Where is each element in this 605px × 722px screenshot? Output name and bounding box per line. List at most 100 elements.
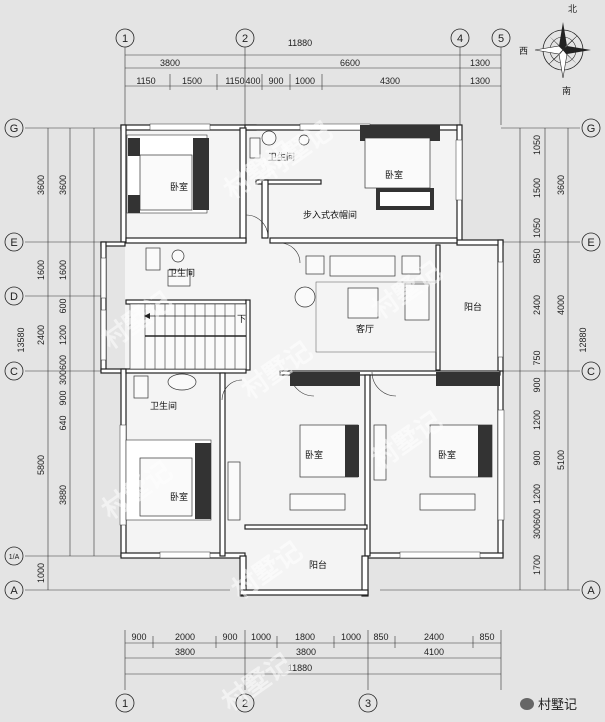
- svg-text:1: 1: [122, 698, 128, 710]
- bed-top-left: [126, 134, 209, 214]
- dim-right-i10: 300600: [532, 509, 542, 539]
- svg-text:G: G: [587, 123, 596, 135]
- dim-right-i2: 1050: [532, 218, 542, 238]
- stairs-down-label: 下: [237, 315, 246, 325]
- dim-bot-r1-3: 1000: [251, 632, 271, 642]
- dim-right-o2: 5100: [556, 450, 566, 470]
- dim-left-i0: 3600: [58, 175, 68, 195]
- room-living: 客厅: [356, 323, 374, 335]
- right-axis-e: E: [581, 232, 601, 252]
- room-bedroom-3: 卧室: [170, 491, 188, 503]
- dim-right-i1: 1500: [532, 178, 542, 198]
- bed-lower-left: [125, 439, 241, 521]
- left-axis-g: G: [4, 118, 24, 138]
- room-walkin-closet: 步入式衣帽间: [303, 209, 357, 221]
- watermark: 村墅记: [217, 648, 298, 717]
- room-balcony-bottom: 阳台: [309, 559, 327, 571]
- right-axis-lines: [380, 127, 580, 591]
- dim-top-r1-2: 1300: [470, 58, 490, 68]
- dim-top-total: 11880: [288, 38, 312, 48]
- svg-text:E: E: [10, 237, 17, 249]
- door-swings: [221, 214, 397, 401]
- left-axis-e: E: [4, 232, 24, 252]
- compass-west: 西: [519, 46, 528, 56]
- dim-top-r1-0: 3800: [160, 58, 180, 68]
- bathroom-mid-fixtures: [145, 247, 191, 287]
- dim-right-i9: 1200: [532, 484, 542, 504]
- dim-top-r2-0: 1150: [136, 76, 155, 86]
- dim-top-r2-3: 400: [245, 76, 260, 86]
- top-axis-1: 1: [115, 28, 135, 48]
- dim-left-total: 13580: [16, 327, 26, 352]
- room-bedroom-1: 卧室: [170, 181, 188, 193]
- dim-bot-r2-2: 4100: [424, 647, 444, 657]
- right-axis-g: G: [581, 118, 601, 138]
- staircase: [129, 303, 247, 370]
- dim-right-i5: 750: [532, 350, 542, 365]
- dim-top-r2-5: 1000: [295, 76, 315, 86]
- bed-lower-right: [419, 372, 500, 511]
- left-axis-c: C: [4, 361, 24, 381]
- dim-bot-r1-2: 900: [222, 632, 237, 642]
- dim-top-r2-2: 1150: [225, 76, 244, 86]
- dim-left-i7: 3880: [58, 485, 68, 505]
- wechat-icon: [520, 698, 534, 710]
- dim-right-i6: 900: [532, 377, 542, 392]
- compass-south: 南: [562, 85, 571, 96]
- dim-right-i3: 850: [532, 248, 542, 263]
- bed-lower-middle: [289, 372, 387, 511]
- dim-bot-r1-4: 1800: [295, 632, 315, 642]
- brand-logo-text: 村墅记: [538, 698, 578, 713]
- svg-text:2: 2: [242, 33, 248, 45]
- svg-text:2: 2: [242, 698, 248, 710]
- dim-bot-r1-0: 900: [131, 632, 146, 642]
- dim-left-o2: 2400: [36, 325, 46, 345]
- svg-text:C: C: [10, 366, 18, 378]
- right-axis-a: A: [581, 580, 601, 600]
- svg-text:G: G: [10, 123, 19, 135]
- dim-bot-r2-1: 3800: [296, 647, 316, 657]
- dim-left-i1: 1600: [58, 260, 68, 280]
- dim-top-r2-4: 900: [268, 76, 283, 86]
- svg-text:A: A: [10, 585, 18, 597]
- svg-text:1: 1: [122, 33, 128, 45]
- dim-bot-r2-0: 3800: [175, 647, 195, 657]
- bathroom-top-fixtures: [249, 130, 310, 159]
- room-balcony-right: 阳台: [464, 301, 482, 313]
- top-axis-4: 4: [450, 28, 470, 48]
- dim-right-i0: 1050: [532, 135, 542, 155]
- dim-right-o1: 4000: [556, 295, 566, 315]
- dim-left-i4: 300600: [58, 355, 68, 385]
- dim-top-r2-6: 4300: [380, 76, 400, 86]
- left-axis-d: D: [4, 286, 24, 306]
- svg-text:C: C: [587, 366, 595, 378]
- dim-top-r1-1: 6600: [340, 58, 360, 68]
- top-dim-lines: [124, 47, 502, 125]
- top-axis-2: 2: [235, 28, 255, 48]
- bottom-axis-1: 1: [115, 693, 135, 713]
- brand-logo: 村墅记: [520, 694, 577, 713]
- dim-right-o0: 3600: [556, 175, 566, 195]
- dim-bot-r1-6: 850: [373, 632, 388, 642]
- dim-left-i6: 640: [58, 415, 68, 430]
- bed-top-right: [360, 125, 440, 210]
- dim-left-i5: 900: [58, 390, 68, 405]
- left-axis-a: A: [4, 580, 24, 600]
- living-room-furniture: [294, 255, 437, 353]
- room-bathroom-top: 卫生间: [268, 151, 295, 163]
- room-bedroom-5: 卧室: [438, 449, 456, 461]
- dim-left-o4: 1000: [36, 563, 46, 583]
- room-bathroom-mid: 卫生间: [168, 267, 195, 279]
- svg-text:1/A: 1/A: [9, 554, 20, 561]
- dim-bot-total: 11880: [288, 663, 312, 673]
- room-bathroom-lower: 卫生间: [150, 400, 177, 412]
- bottom-axis-3: 3: [358, 693, 378, 713]
- dim-top-r2-7: 1300: [470, 76, 490, 86]
- top-axis-5: 5: [491, 28, 511, 48]
- dim-bot-r1-8: 850: [479, 632, 494, 642]
- left-axis-1a: 1/A: [4, 546, 24, 566]
- dim-bot-r1-1: 2000: [175, 632, 195, 642]
- bathroom-lower-fixtures: [133, 373, 197, 399]
- dim-left-o0: 3600: [36, 175, 46, 195]
